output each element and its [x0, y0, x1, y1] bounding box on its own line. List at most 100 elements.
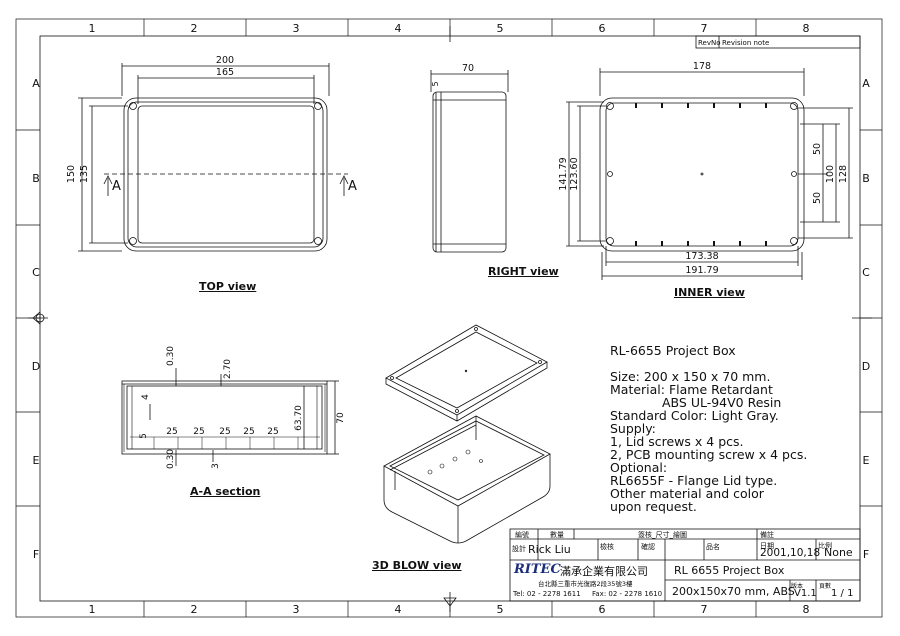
top-dim-inner-height: 135: [79, 165, 90, 183]
inner-dim-r2: 50: [812, 192, 823, 204]
inner-dim-bottom-outer: 191.79: [685, 265, 718, 276]
tb-date: 2001,10,18: [760, 547, 821, 559]
spec-line-6: 1, Lid screws x 4 pcs.: [610, 434, 744, 449]
sec-dim-wall: 2.70: [223, 359, 233, 379]
inner-view: [566, 68, 853, 280]
top-dim-inner-width: 165: [216, 67, 234, 78]
tb-designer: Rick Liu: [528, 543, 571, 556]
spec-line-9: RL6655F - Flange Lid type.: [610, 473, 778, 488]
col-label-bottom-5: 5: [497, 603, 504, 616]
inner-view-label: INNER view: [674, 286, 745, 299]
spec-title: RL-6655 Project Box: [610, 343, 736, 358]
inner-dim-bottom-inner: 173.38: [685, 251, 718, 262]
tb-approver-label: 確認: [641, 543, 655, 551]
col-label-bottom-3: 3: [293, 603, 300, 616]
company-fax: Fax: 02 - 2278 1610: [592, 590, 663, 598]
tb-page-label: 頁數: [819, 583, 832, 590]
tb-product: RL 6655 Project Box: [674, 564, 785, 577]
right-view: [430, 70, 509, 253]
sec-dim-3: 3: [211, 463, 221, 469]
inner-dim-r1: 50: [812, 143, 823, 155]
sec-dim-slot-2: 25: [193, 427, 204, 437]
sec-dim-bottom: 0.30: [166, 449, 176, 469]
top-dim-width: 200: [216, 55, 234, 66]
spec-line-5: Supply:: [610, 421, 656, 436]
sec-dim-height-inner: 63.70: [294, 405, 304, 431]
sec-dim-top-thk: 0.30: [166, 346, 176, 366]
inner-dim-top: 178: [693, 61, 711, 72]
centering-marks: [28, 26, 872, 612]
col-label-top-3: 3: [293, 22, 300, 35]
tb-scale: None: [824, 546, 853, 559]
col-label-top-1: 1: [89, 22, 96, 35]
rev-no-label: RevNo: [698, 39, 721, 47]
tb-header-sign: 簽核_尺寸_繪圖: [638, 531, 687, 539]
col-label-top-6: 6: [599, 22, 606, 35]
row-label-right-f: F: [863, 548, 869, 561]
col-label-top-7: 7: [701, 22, 708, 35]
rev-note-label: Revision note: [722, 39, 769, 47]
col-label-bottom-2: 2: [191, 603, 198, 616]
col-label-top-4: 4: [395, 22, 402, 35]
inner-dim-left-outer: 141.79: [558, 157, 569, 190]
col-label-bottom-8: 8: [803, 603, 810, 616]
sec-dim-slot-5: 25: [267, 427, 278, 437]
row-label-right-c: C: [862, 266, 870, 279]
title-block: [509, 528, 861, 602]
row-label-right-d: D: [862, 360, 870, 373]
revision-block: [695, 35, 861, 49]
row-label-left-e: E: [33, 454, 40, 467]
company-name-cn: 滿承企業有限公司: [560, 565, 648, 578]
sec-dim-inner-h: 4: [141, 394, 151, 400]
spec-line-1: Size: 200 x 150 x 70 mm.: [610, 369, 771, 384]
sec-dim-height: 70: [336, 412, 346, 424]
tb-header-qty: 數量: [550, 531, 564, 539]
tb-page: 1 / 1: [831, 588, 854, 599]
top-view: [78, 63, 349, 252]
sec-dim-slot-1: 25: [166, 427, 177, 437]
row-label-right-e: E: [863, 454, 870, 467]
sec-dim-slot-4: 25: [243, 427, 254, 437]
tb-ver: V1.1: [794, 588, 817, 599]
row-label-left-a: A: [32, 77, 40, 90]
company-tel: Tel: 02 - 2278 1611: [513, 590, 581, 598]
col-label-bottom-7: 7: [701, 603, 708, 616]
tb-checker-label: 檢核: [600, 543, 614, 551]
tb-spec-line: 200x150x70 mm, ABS: [672, 585, 795, 598]
row-label-right-b: B: [862, 172, 870, 185]
sec-dim-lip: 5: [139, 433, 149, 439]
right-view-label: RIGHT view: [488, 265, 559, 278]
inner-dim-left-inner: 123.60: [569, 157, 580, 190]
top-dim-height: 150: [66, 165, 77, 183]
company-logo: RITEC: [514, 562, 561, 577]
row-label-left-b: B: [32, 172, 40, 185]
section-view-label: A-A section: [190, 485, 261, 498]
section-view: [121, 368, 339, 466]
company-address: 台北縣三重市光復路2段35號3樓: [538, 580, 633, 588]
col-label-top-2: 2: [191, 22, 198, 35]
spec-line-3: ABS UL-94V0 Resin: [662, 395, 782, 410]
tb-header-mod: 編號: [515, 531, 529, 539]
spec-line-11: upon request.: [610, 499, 697, 514]
tb-ver-label: 版本: [791, 583, 804, 590]
col-label-top-5: 5: [497, 22, 504, 35]
tb-scale-label: 比例: [818, 542, 832, 550]
inner-border: [39, 35, 861, 602]
tb-header-remark: 備註: [760, 531, 774, 539]
top-view-label: TOP view: [199, 280, 257, 293]
right-dim-depth: 70: [462, 63, 474, 74]
col-label-bottom-1: 1: [89, 603, 96, 616]
inner-dim-r4: 128: [838, 165, 849, 183]
row-label-left-d: D: [32, 360, 40, 373]
sec-dim-slot-3: 25: [219, 427, 230, 437]
inner-dim-r3: 100: [825, 165, 836, 183]
row-label-right-a: A: [862, 77, 870, 90]
col-label-top-8: 8: [803, 22, 810, 35]
tb-name-label: 品名: [706, 543, 720, 551]
spec-line-4: Standard Color: Light Gray.: [610, 408, 779, 423]
right-dim-lip: 5: [431, 81, 440, 86]
row-label-left-f: F: [33, 548, 39, 561]
spec-line-2: Material: Flame Retardant: [610, 382, 773, 397]
blow-view-label: 3D BLOW view: [372, 559, 462, 572]
